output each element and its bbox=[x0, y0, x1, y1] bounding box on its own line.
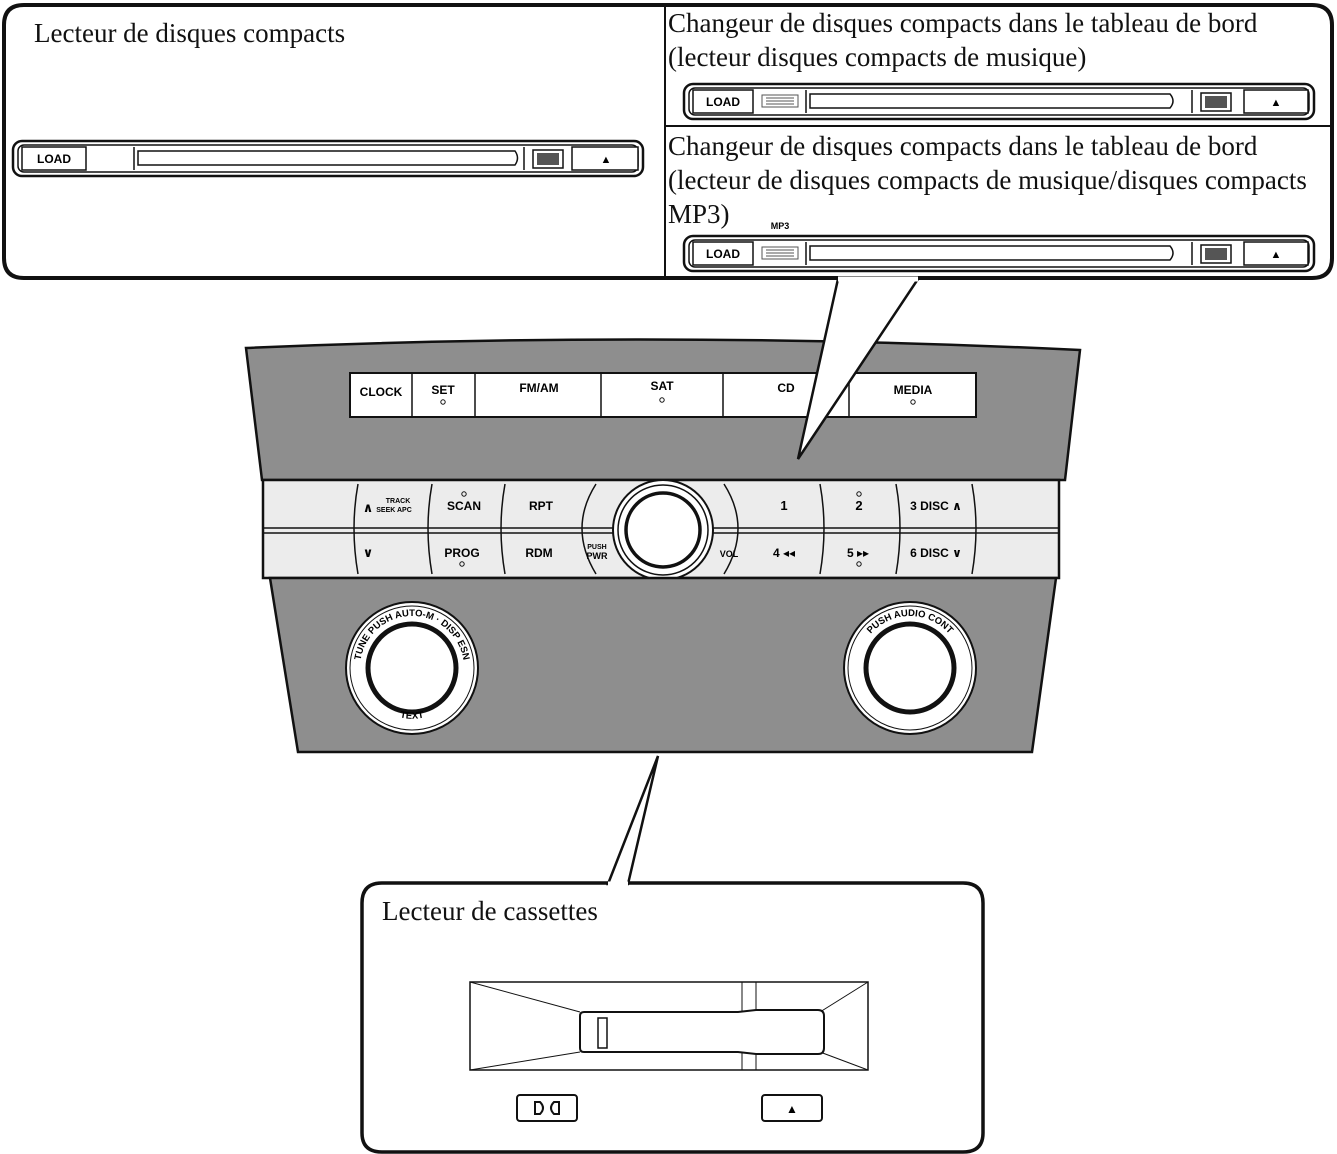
preset-6-disc-down-button[interactable]: 6 DISC ∨ bbox=[910, 546, 962, 560]
cd-player-caption: Lecteur de disques compacts bbox=[34, 18, 346, 48]
load-button[interactable] bbox=[692, 241, 754, 266]
load-label: LOAD bbox=[37, 152, 71, 166]
cassette-slot bbox=[579, 1009, 825, 1055]
changer-music-caption-line1: Changeur de disques compacts dans le tab… bbox=[668, 8, 1258, 38]
cassette-slot-panel bbox=[469, 981, 869, 1071]
eject-button[interactable] bbox=[1243, 241, 1309, 266]
eject-button[interactable] bbox=[1243, 89, 1309, 114]
disc-slot bbox=[809, 245, 1174, 261]
faceplate-button-dividers bbox=[353, 483, 977, 575]
load-label: LOAD bbox=[706, 247, 740, 261]
preset-5-forward-button[interactable]: 5 ▸▸ bbox=[847, 546, 869, 560]
scan-button[interactable]: SCAN bbox=[447, 499, 481, 513]
track-label: TRACK bbox=[386, 498, 411, 505]
load-label: LOAD bbox=[706, 95, 740, 109]
preset-2-button[interactable]: 2 bbox=[855, 498, 862, 513]
audio-control-knob[interactable]: PUSH AUDIO CONT bbox=[843, 601, 977, 735]
eject-icon: ▲ bbox=[786, 1102, 798, 1116]
eject-icon: ▲ bbox=[1271, 97, 1282, 109]
top-callout-box bbox=[2, 3, 1334, 280]
cd-button[interactable]: CD bbox=[777, 381, 795, 395]
eject-icon: ▲ bbox=[601, 154, 612, 166]
changer-music-caption-line2: (lecteur disques compacts de musique) bbox=[668, 42, 1087, 72]
cassette-caption: Lecteur de cassettes bbox=[382, 896, 598, 926]
changer-mp3-caption-line3: MP3) bbox=[668, 199, 730, 229]
track-down-button[interactable]: ∨ bbox=[363, 545, 374, 560]
rdm-button[interactable]: RDM bbox=[525, 546, 552, 560]
disc-changer-icon bbox=[761, 246, 799, 260]
sat-button[interactable]: SAT bbox=[650, 379, 674, 393]
disc-changer-icon bbox=[761, 94, 799, 108]
load-button[interactable] bbox=[692, 89, 754, 114]
eject-icon: ▲ bbox=[1271, 249, 1282, 261]
push-label: PUSH bbox=[587, 544, 606, 551]
disc-slot bbox=[137, 150, 519, 166]
set-button[interactable]: SET bbox=[431, 383, 455, 397]
fm-am-button[interactable]: FM/AM bbox=[519, 381, 558, 395]
track-up-button[interactable]: ∧ bbox=[363, 500, 374, 515]
preset-4-rewind-button[interactable]: 4 ◂◂ bbox=[773, 546, 795, 560]
preset-1-button[interactable]: 1 bbox=[780, 498, 787, 513]
compact-disc-logo-icon bbox=[1200, 92, 1232, 112]
cd-player-slot-strip: LOAD ▲ bbox=[11, 139, 645, 178]
changer-mp3-caption-line1: Changeur de disques compacts dans le tab… bbox=[668, 131, 1258, 161]
tune-knob[interactable]: TUNE PUSH AUTO-M · DISP ESN TEXT bbox=[345, 601, 479, 735]
eject-button[interactable] bbox=[571, 146, 639, 171]
preset-3-disc-up-button[interactable]: 3 DISC ∧ bbox=[910, 499, 962, 513]
dolby-icon bbox=[534, 1101, 560, 1115]
cassette-eject-button[interactable]: ▲ bbox=[761, 1094, 823, 1122]
prog-button[interactable]: PROG bbox=[444, 546, 479, 560]
changer-mp3-slot-strip: MP3 LOAD ▲ bbox=[682, 221, 1316, 273]
changer-mp3-caption-line2: (lecteur de disques compacts de musique/… bbox=[668, 165, 1307, 195]
pointer-to-cassette bbox=[606, 755, 660, 886]
dolby-button[interactable] bbox=[516, 1094, 578, 1122]
compact-disc-logo-icon bbox=[1200, 244, 1232, 264]
text-ring-label: TEXT bbox=[399, 710, 424, 722]
mp3-badge: MP3 bbox=[771, 221, 790, 231]
disc-slot bbox=[809, 93, 1174, 109]
cassette-callout-box: ▲ bbox=[360, 755, 985, 1154]
source-button-strip: CLOCK SET FM/AM SAT CD MEDIA bbox=[349, 372, 977, 418]
clock-button[interactable]: CLOCK bbox=[360, 385, 403, 399]
vol-label: VOL bbox=[720, 549, 739, 559]
load-button[interactable] bbox=[21, 146, 87, 171]
radio-unit: CLOCK SET FM/AM SAT CD MEDIA ∧ TRACK SE bbox=[244, 338, 1082, 754]
seek-apc-label: SEEK APC bbox=[376, 507, 412, 514]
volume-power-knob[interactable] bbox=[612, 479, 714, 581]
pwr-label: PWR bbox=[587, 551, 608, 561]
rpt-button[interactable]: RPT bbox=[529, 499, 554, 513]
changer-music-slot-strip: LOAD ▲ bbox=[682, 82, 1316, 121]
compact-disc-logo-icon bbox=[532, 149, 564, 169]
media-button[interactable]: MEDIA bbox=[894, 383, 933, 397]
